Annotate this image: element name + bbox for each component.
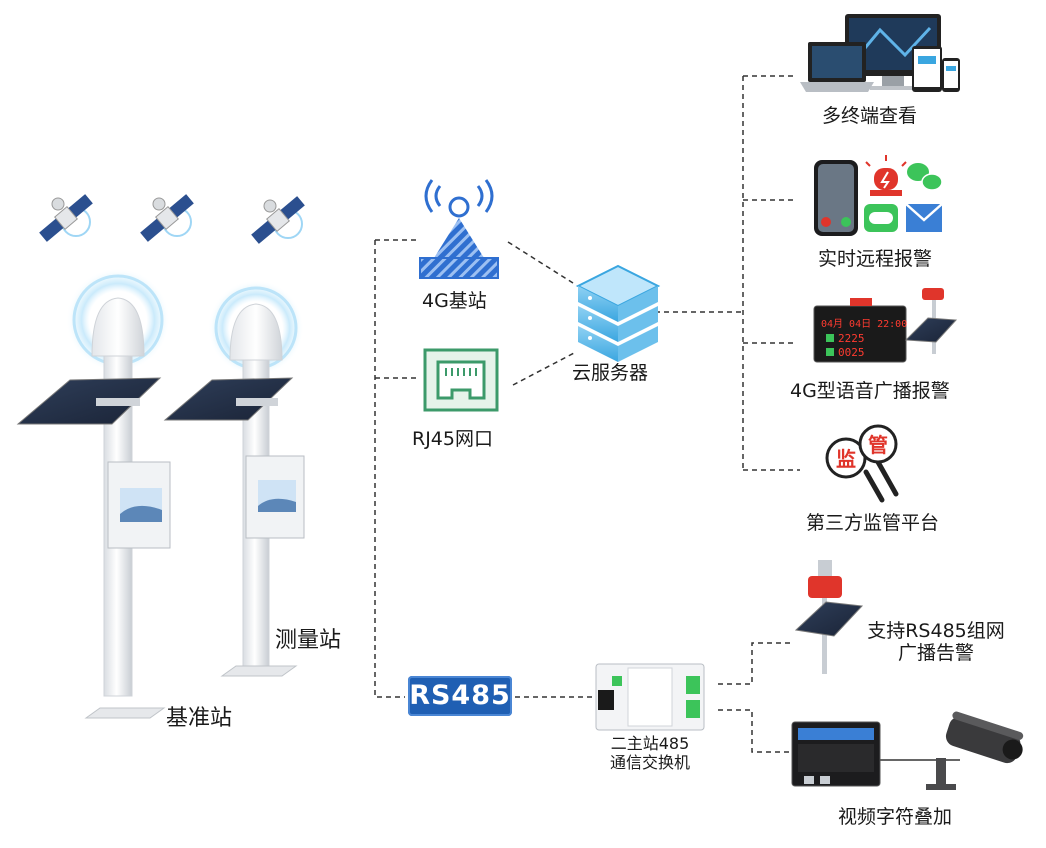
rs485-badge: RS485 [408, 676, 512, 716]
remote-alarm-icons [814, 155, 943, 236]
rj45-port-icon [423, 348, 499, 412]
satellite-icon [39, 194, 93, 242]
multi-terminal-label: 多终端查看 [822, 105, 918, 127]
supervision-magnifier-icon: 监 管 [825, 424, 899, 503]
reference-station-label: 基准站 [166, 706, 233, 731]
display-row-value1: 2225 [838, 332, 865, 345]
rs485-network-alarm-device [794, 560, 864, 674]
cloud-server-icon [575, 264, 661, 362]
rs485-network-label: 支持RS485组网 广播告警 [856, 620, 1016, 664]
measurement-station-label: 测量站 [275, 628, 342, 653]
multi-terminal-devices [800, 14, 960, 92]
security-camera-icon [926, 711, 1024, 790]
third-party-label: 第三方监管平台 [806, 512, 940, 534]
satellite-icon [140, 194, 194, 242]
display-row-value2: 0025 [838, 346, 865, 359]
connection-lines [374, 75, 960, 761]
4g-base-station-label: 4G基站 [422, 290, 487, 312]
cloud-server-label: 云服务器 [572, 362, 649, 384]
measurement-station-device [163, 280, 305, 677]
rj45-port-label: RJ45网口 [412, 428, 493, 450]
voice-broadcast-device: 04月 04日 22:00 2225 0025 [813, 288, 958, 363]
cell-tower-icon [419, 179, 499, 279]
switch-label: 二主站485 通信交换机 [600, 734, 700, 772]
display-row-date: 04月 04日 22:00 [821, 318, 907, 330]
rs485-switch-device [595, 663, 705, 731]
rs485-network-label-line2: 广播告警 [897, 642, 974, 664]
switch-label-line1: 二主站485 [610, 734, 690, 753]
rs485-network-label-line1: 支持RS485组网 [867, 620, 1005, 642]
remote-alarm-label: 实时远程报警 [818, 248, 933, 270]
satellite-icon [251, 196, 305, 244]
video-overlay-device [791, 721, 881, 787]
voice-broadcast-label: 4G型语音广播报警 [790, 380, 950, 402]
reference-station-device [16, 268, 171, 719]
supervise-char-guan: 管 [868, 433, 888, 457]
supervise-char-jian: 监 [836, 447, 856, 471]
video-overlay-label: 视频字符叠加 [838, 806, 953, 828]
switch-label-line2: 通信交换机 [609, 753, 690, 772]
